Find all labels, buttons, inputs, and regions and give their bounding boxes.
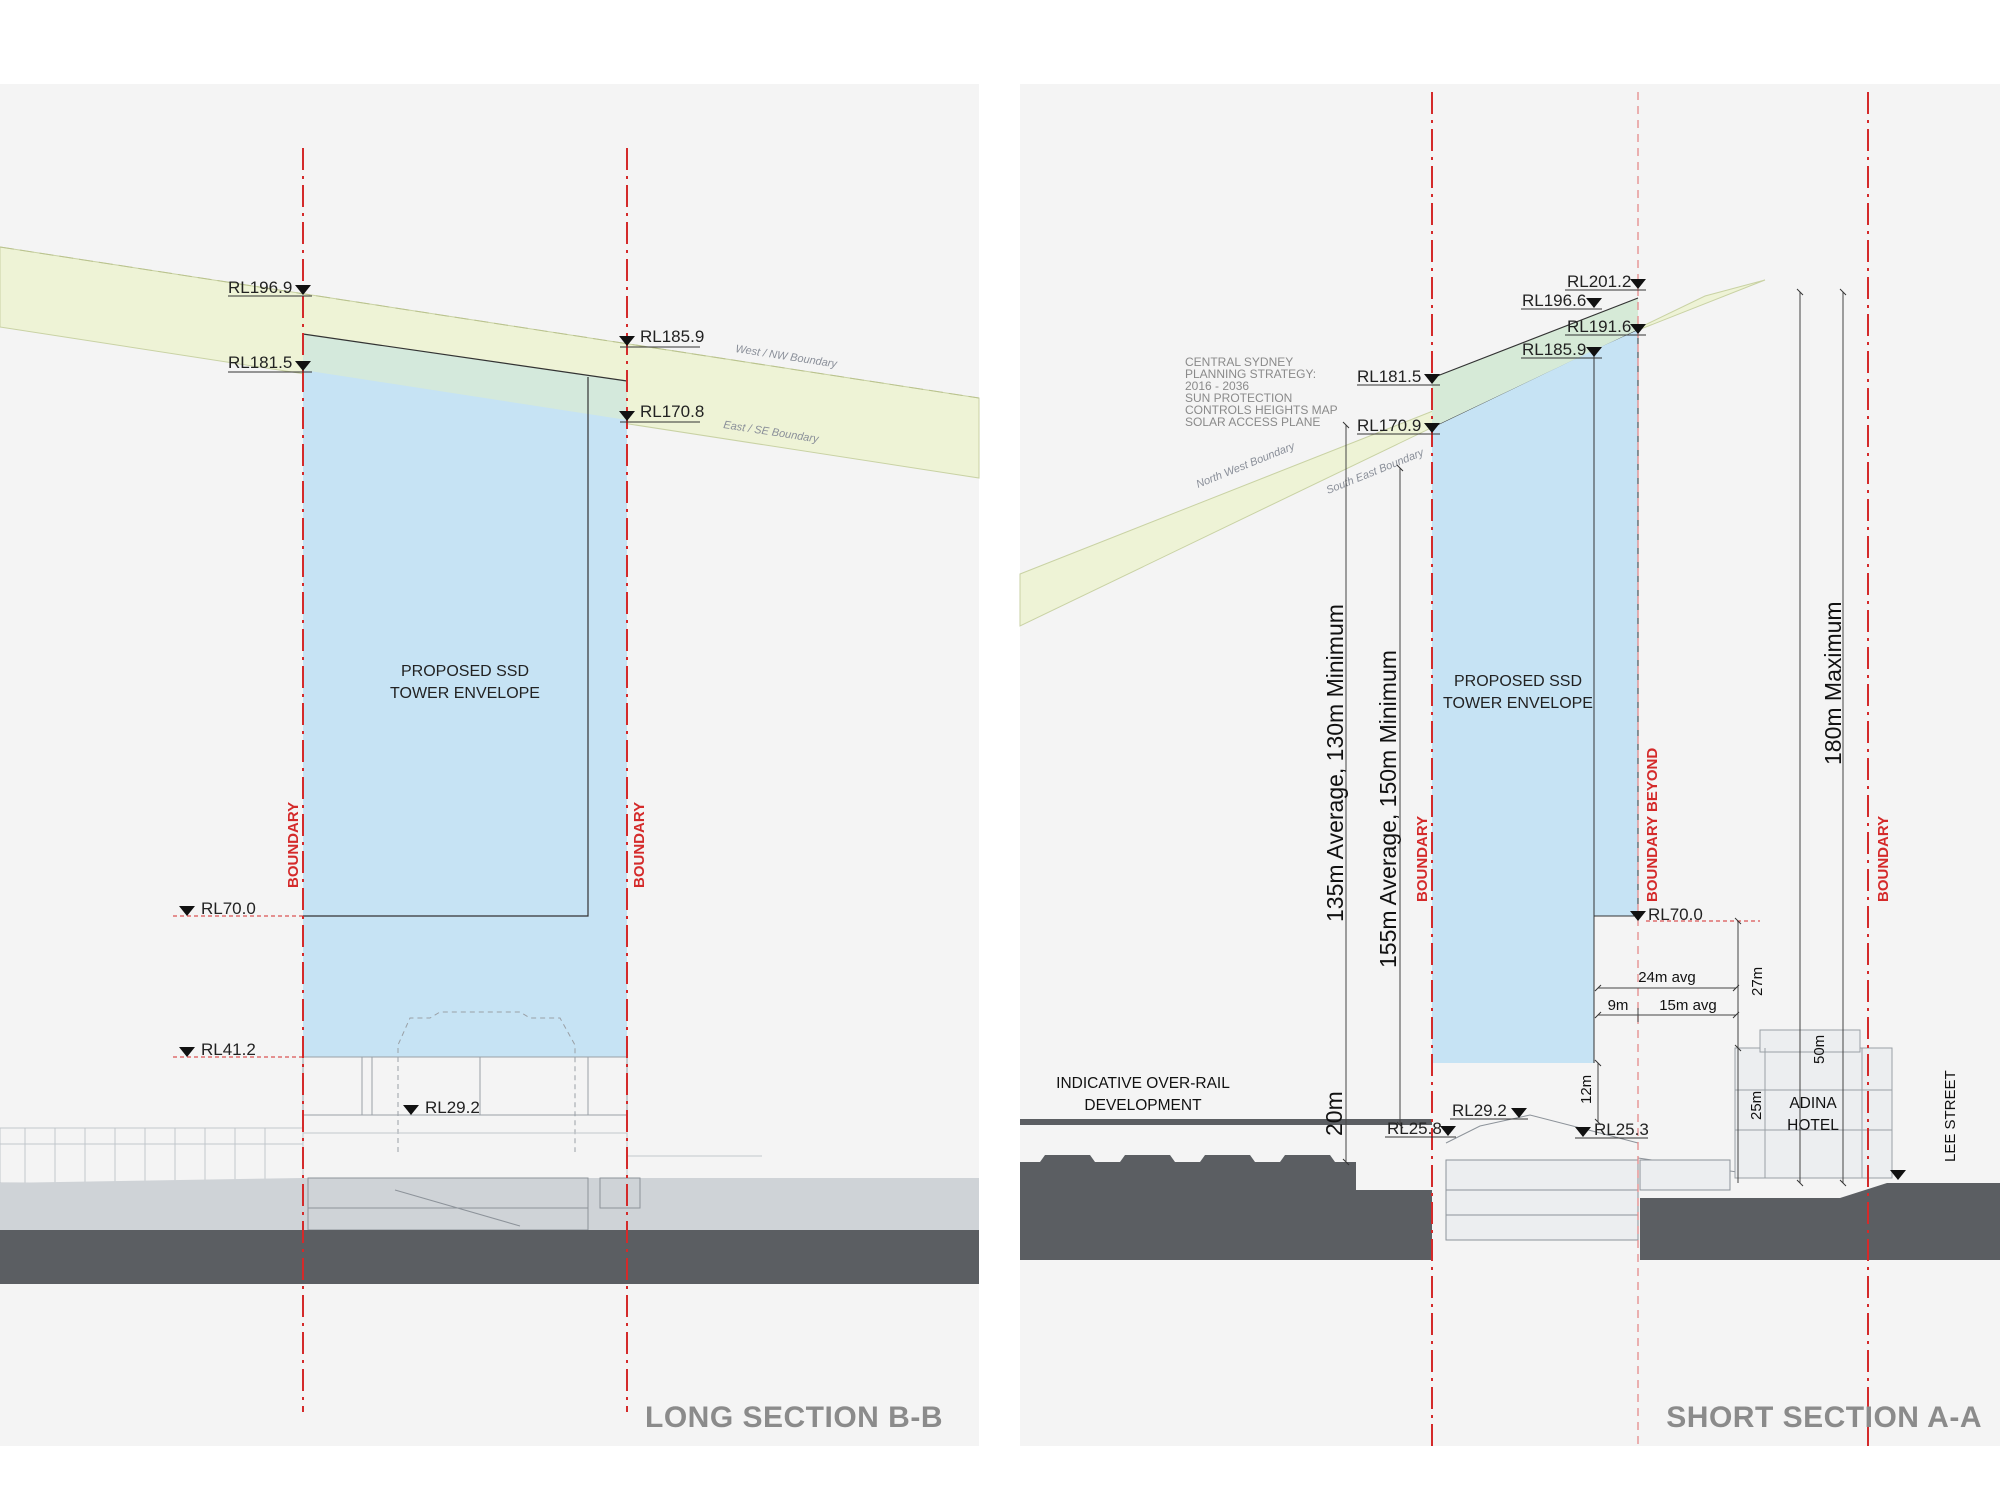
- station-concourse-level: [0, 1178, 979, 1230]
- adina-hotel-building: [1734, 1029, 1893, 1179]
- dimension-27m: 27m: [1749, 967, 1766, 996]
- svg-text:RL191.6: RL191.6: [1567, 317, 1631, 336]
- envelope-top-zone: [1432, 298, 1638, 428]
- svg-text:RL196.9: RL196.9: [228, 278, 292, 297]
- dimension-180m-maximum: 180m Maximum: [1820, 601, 1846, 765]
- envelope-label-line1: PROPOSED SSD: [401, 663, 529, 680]
- rl-marker: RL185.9: [619, 327, 704, 348]
- envelope-label-line2: TOWER ENVELOPE: [1443, 695, 1593, 712]
- street-level-marker: [1890, 1170, 1906, 1180]
- adina-hotel-label-line1: ADINA: [1789, 1095, 1837, 1112]
- rl-marker: RL170.9: [1357, 416, 1440, 435]
- envelope-inner-outline: [303, 377, 589, 917]
- rl-marker: RL170.8: [619, 402, 704, 423]
- rl-marker: RL41.2: [173, 1040, 303, 1059]
- long-section-panel: West / NW Boundary East / SE Boundary PR…: [0, 84, 980, 1446]
- boundary-label-left: BOUNDARY: [1414, 816, 1431, 902]
- svg-text:SOLAR ACCESS PLANE: SOLAR ACCESS PLANE: [1185, 415, 1320, 429]
- svg-text:RL196.6: RL196.6: [1522, 291, 1586, 310]
- envelope-top-zone: [303, 334, 627, 420]
- station-building: [1445, 1114, 1781, 1241]
- rl-marker: RL29.2: [403, 1098, 480, 1117]
- tower-envelope-beyond: [1594, 330, 1638, 916]
- dimension-15m-avg: 15m avg: [1659, 997, 1717, 1014]
- rl-marker: RL185.9: [1521, 340, 1602, 359]
- dimension-20m: 20m: [1321, 1091, 1347, 1136]
- svg-text:CENTRAL SYDNEY: CENTRAL SYDNEY: [1185, 355, 1293, 369]
- boundary-label-right: BOUNDARY: [631, 802, 648, 888]
- svg-text:RL29.2: RL29.2: [1452, 1101, 1507, 1120]
- over-rail-label-line1: INDICATIVE OVER-RAIL: [1056, 1075, 1230, 1092]
- rl-marker: RL181.5: [228, 353, 312, 373]
- svg-text:SUN PROTECTION: SUN PROTECTION: [1185, 391, 1292, 405]
- svg-text:RL25.3: RL25.3: [1594, 1120, 1649, 1139]
- solar-strategy-note: CENTRAL SYDNEY PLANNING STRATEGY: 2016 -…: [1185, 355, 1338, 429]
- rl-marker: RL191.6: [1565, 317, 1646, 336]
- rl-marker: RL181.5: [1357, 367, 1440, 386]
- envelope-top-line: [302, 333, 628, 382]
- envelope-top-edge: [1431, 297, 1639, 379]
- svg-text:RL181.5: RL181.5: [228, 353, 292, 372]
- svg-text:RL181.5: RL181.5: [1357, 367, 1421, 386]
- dimension-12m: 12m: [1578, 1075, 1595, 1104]
- svg-text:RL170.8: RL170.8: [640, 402, 704, 421]
- solar-plane-edge: [0, 246, 980, 399]
- ground-section: [0, 1230, 979, 1284]
- rl-marker: RL201.2: [1565, 272, 1646, 291]
- lee-street-label: LEE STREET: [1942, 1070, 1959, 1162]
- svg-text:2016 - 2036: 2016 - 2036: [1185, 379, 1249, 393]
- short-section-panel: North West Boundary South East Boundary …: [1019, 84, 2000, 1446]
- tower-envelope: [1432, 350, 1594, 1063]
- tower-envelope: [303, 334, 627, 1057]
- rl-marker: RL196.9: [228, 278, 312, 297]
- rl-marker: RL196.6: [1521, 291, 1602, 310]
- dimension-lines: [1342, 288, 1847, 1187]
- svg-text:CONTROLS HEIGHTS MAP: CONTROLS HEIGHTS MAP: [1185, 403, 1338, 417]
- envelope-label-line1: PROPOSED SSD: [1454, 673, 1582, 690]
- dimension-9m: 9m: [1608, 997, 1629, 1014]
- boundary-label-right: BOUNDARY: [1875, 816, 1892, 902]
- dimension-135m-average: 135m Average, 130m Minimum: [1322, 604, 1348, 922]
- ground-section: [1020, 1155, 2000, 1260]
- rl-marker: RL29.2: [1450, 1101, 1528, 1120]
- svg-text:RL185.9: RL185.9: [640, 327, 704, 346]
- envelope-label-line2: TOWER ENVELOPE: [390, 685, 540, 702]
- svg-text:PLANNING STRATEGY:: PLANNING STRATEGY:: [1185, 367, 1316, 381]
- dimension-155m-average: 155m Average, 150m Minimum: [1375, 650, 1401, 968]
- over-rail-label-line2: DEVELOPMENT: [1084, 1097, 1202, 1114]
- boundary-beyond-label: BOUNDARY BEYOND: [1644, 748, 1661, 902]
- dimension-25m: 25m: [1748, 1091, 1765, 1120]
- svg-text:RL29.2: RL29.2: [425, 1098, 480, 1117]
- svg-text:RL170.9: RL170.9: [1357, 416, 1421, 435]
- adina-hotel-label-line2: HOTEL: [1787, 1117, 1839, 1134]
- svg-text:RL41.2: RL41.2: [201, 1040, 256, 1059]
- boundary-label-left: BOUNDARY: [285, 802, 302, 888]
- svg-text:RL25.8: RL25.8: [1387, 1119, 1442, 1138]
- svg-text:RL70.0: RL70.0: [201, 899, 256, 918]
- svg-text:RL70.0: RL70.0: [1648, 905, 1703, 924]
- rl-marker: RL25.3: [1575, 1120, 1649, 1139]
- rl-marker: RL70.0: [173, 899, 303, 918]
- dimension-24m-avg: 24m avg: [1638, 969, 1696, 986]
- long-section-title: LONG SECTION B-B: [645, 1401, 943, 1434]
- short-section-title: SHORT SECTION A-A: [1666, 1401, 1982, 1434]
- svg-text:RL185.9: RL185.9: [1522, 340, 1586, 359]
- dimension-50m: 50m: [1811, 1035, 1828, 1064]
- svg-text:RL201.2: RL201.2: [1567, 272, 1631, 291]
